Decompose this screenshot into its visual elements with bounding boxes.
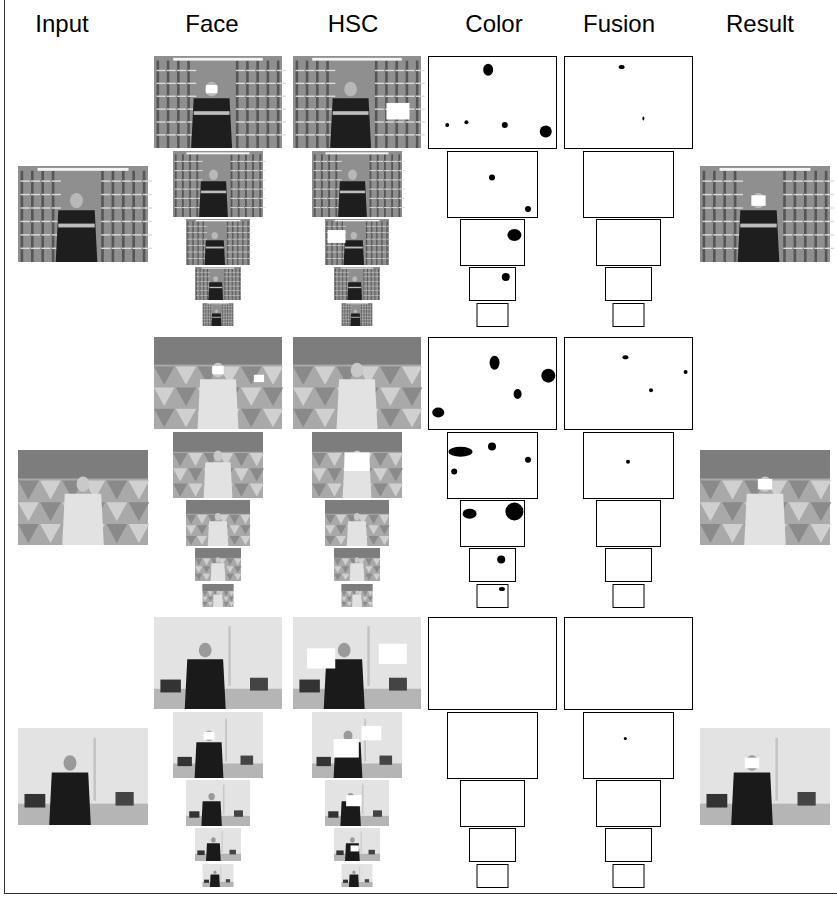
face-pyramid-level: [173, 151, 266, 217]
face-pyramid-level: [203, 303, 235, 326]
color-mask-level: [461, 220, 525, 266]
color-mask-level: [448, 713, 538, 779]
face-pyramid-level: [154, 337, 283, 429]
face-pyramid-level: [203, 584, 234, 607]
hsc-pyramid-level: [325, 500, 390, 546]
fusion-mask-level: [613, 865, 644, 888]
color-mask-level: [470, 829, 516, 862]
color-mask-level: [470, 268, 516, 301]
color-mask-level: [461, 501, 525, 547]
fusion-mask-level: [613, 304, 644, 327]
face-pyramid-level: [186, 219, 252, 265]
column-header: Color: [465, 12, 522, 36]
color-mask-level: [461, 781, 525, 827]
hsc-pyramid-level: [334, 548, 380, 581]
color-mask-level: [429, 338, 557, 430]
color-mask-level: [477, 304, 508, 327]
color-mask-level: [477, 585, 508, 608]
column-header: Face: [185, 12, 238, 36]
face-pyramid-level: [173, 432, 264, 498]
fusion-mask-level: [606, 829, 652, 862]
column-header: Input: [35, 12, 88, 36]
column-header: Fusion: [583, 12, 655, 36]
fusion-mask-level: [597, 220, 661, 266]
fusion-mask-level: [606, 549, 652, 582]
face-pyramid-level: [195, 828, 241, 861]
face-pyramid-level: [186, 780, 250, 826]
hsc-pyramid-level: [312, 432, 403, 498]
face-pyramid-level: [173, 712, 263, 778]
face-pyramid-level: [195, 267, 242, 300]
fusion-mask-level: [565, 338, 693, 430]
hsc-pyramid-level: [342, 303, 374, 326]
column-header: Result: [726, 12, 794, 36]
hsc-pyramid-level: [312, 712, 402, 778]
fusion-mask-level: [597, 781, 661, 827]
fusion-mask-level: [606, 268, 652, 301]
hsc-pyramid-level: [334, 828, 380, 861]
column-header: HSC: [328, 12, 379, 36]
fusion-mask-level: [597, 501, 661, 547]
hsc-pyramid-level: [334, 267, 381, 300]
color-mask-level: [470, 549, 516, 582]
color-mask-level: [448, 152, 538, 218]
hsc-pyramid-level: [293, 56, 425, 148]
fusion-mask-level: [584, 713, 674, 779]
color-mask-level: [448, 433, 538, 499]
hsc-pyramid-level: [312, 151, 405, 217]
face-pyramid-level: [186, 500, 251, 546]
result-image: [700, 728, 830, 825]
fusion-mask-level: [613, 585, 644, 608]
result-image: [700, 166, 834, 262]
color-mask-level: [429, 57, 557, 149]
hsc-pyramid-level: [325, 780, 389, 826]
figure-border: [5, 0, 837, 894]
hsc-pyramid-level: [325, 219, 391, 265]
input-image: [18, 166, 152, 262]
input-image: [18, 450, 149, 545]
face-pyramid-level: [195, 548, 241, 581]
fusion-mask-level: [565, 57, 693, 149]
hsc-pyramid-level: [293, 337, 422, 429]
hsc-pyramid-level: [342, 864, 373, 887]
input-image: [18, 728, 148, 825]
face-pyramid-level: [154, 56, 286, 148]
color-mask-level: [429, 618, 557, 710]
hsc-pyramid-level: [293, 617, 421, 709]
face-pyramid-level: [154, 617, 282, 709]
hsc-pyramid-level: [342, 584, 373, 607]
color-mask-level: [477, 865, 508, 888]
fusion-mask-level: [584, 433, 674, 499]
result-image: [700, 450, 831, 545]
face-pyramid-level: [203, 864, 234, 887]
fusion-mask-level: [584, 152, 674, 218]
fusion-mask-level: [565, 618, 693, 710]
